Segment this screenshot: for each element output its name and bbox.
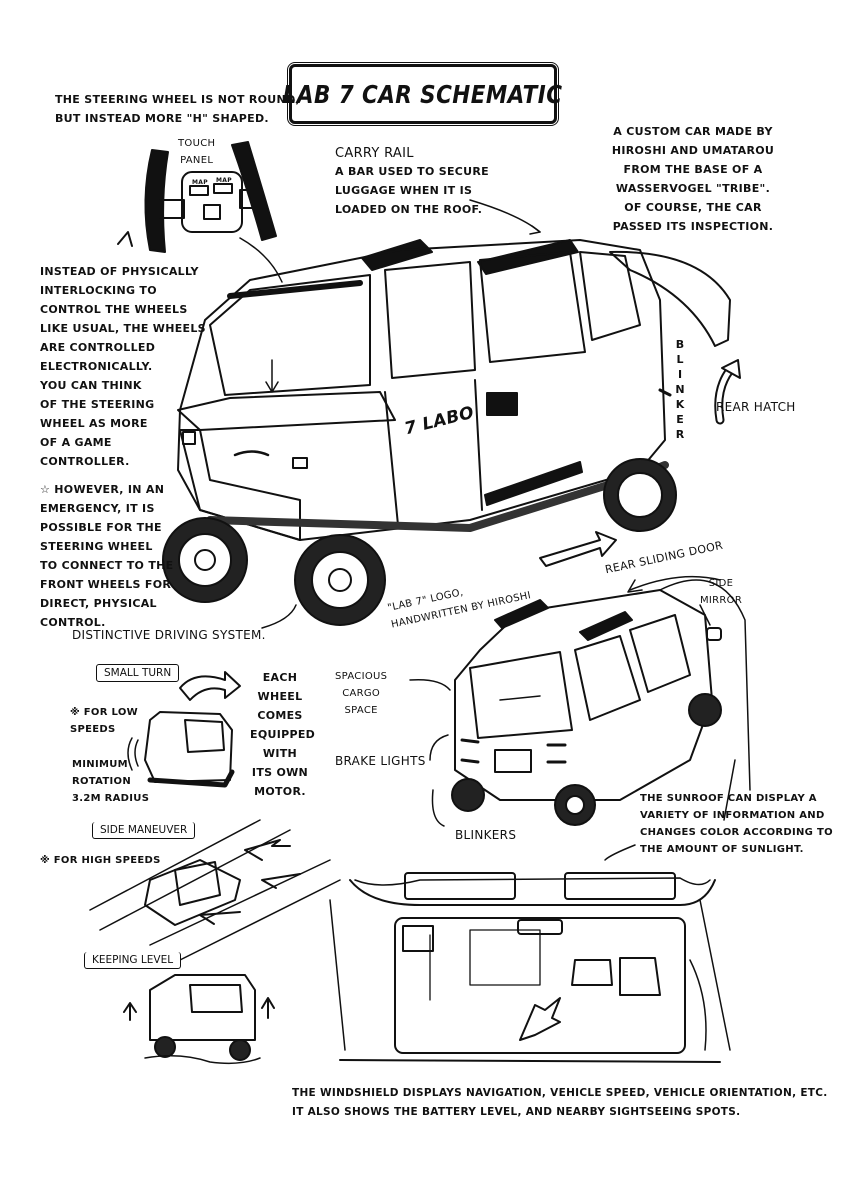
label-cargo-space: Spacious cargo space	[335, 671, 388, 716]
main-car-illustration	[162, 199, 741, 629]
label-touch-panel: Touch Panel	[178, 138, 216, 166]
note-carry-rail: A bar used to secure luggage when it is …	[335, 165, 489, 216]
label-brake-lights: Brake lights	[335, 754, 426, 768]
steering-wheel-illustration	[117, 141, 283, 283]
steering-button-map-1: MAP	[192, 179, 208, 186]
label-driving-system: Distinctive Driving System.	[72, 628, 266, 642]
rear-car-illustration	[409, 575, 751, 861]
title-plate: LAB 7 CAR SCHEMATIC	[283, 64, 562, 124]
note-custom-car: A custom car made by Hiroshi and Umataro…	[611, 125, 775, 233]
label-side-mirror: Side Mirror	[700, 578, 743, 606]
note-steering-shape: The steering wheel is not round, but ins…	[55, 93, 300, 125]
label-blinkers: Blinkers	[455, 828, 517, 842]
small-turn-illustration	[127, 671, 241, 788]
interior-view-illustration	[329, 872, 731, 1063]
note-windshield: The windshield displays navigation, vehi…	[292, 1087, 828, 1118]
label-small-turn: Small Turn	[96, 664, 180, 682]
note-sunroof: The Sunroof can display a variety of inf…	[640, 793, 833, 855]
label-carry-rail: Carry Rail	[335, 146, 414, 161]
note-low-speeds: ※ for low speeds	[70, 707, 138, 735]
label-rear-hatch: Rear hatch	[716, 400, 796, 414]
note-electronic-control: Instead of physically interlocking to co…	[40, 265, 206, 468]
label-keeping-level: Keeping Level	[84, 952, 182, 969]
side-maneuver-illustration	[89, 819, 341, 966]
note-min-rotation: Minimum rotation 3.2m radius	[72, 759, 150, 804]
note-high-speeds: ※ for high speeds	[40, 855, 161, 866]
steering-button-map-2: MAP	[216, 177, 232, 184]
keeping-level-illustration	[123, 974, 275, 1065]
note-emergency: ☆ However, in an emergency, it is possib…	[40, 483, 174, 629]
note-each-wheel: Each wheel comes equipped with its own m…	[250, 671, 316, 798]
page-title: LAB 7 CAR SCHEMATIC	[283, 79, 563, 109]
label-side-maneuver: Side Maneuver	[92, 822, 196, 839]
